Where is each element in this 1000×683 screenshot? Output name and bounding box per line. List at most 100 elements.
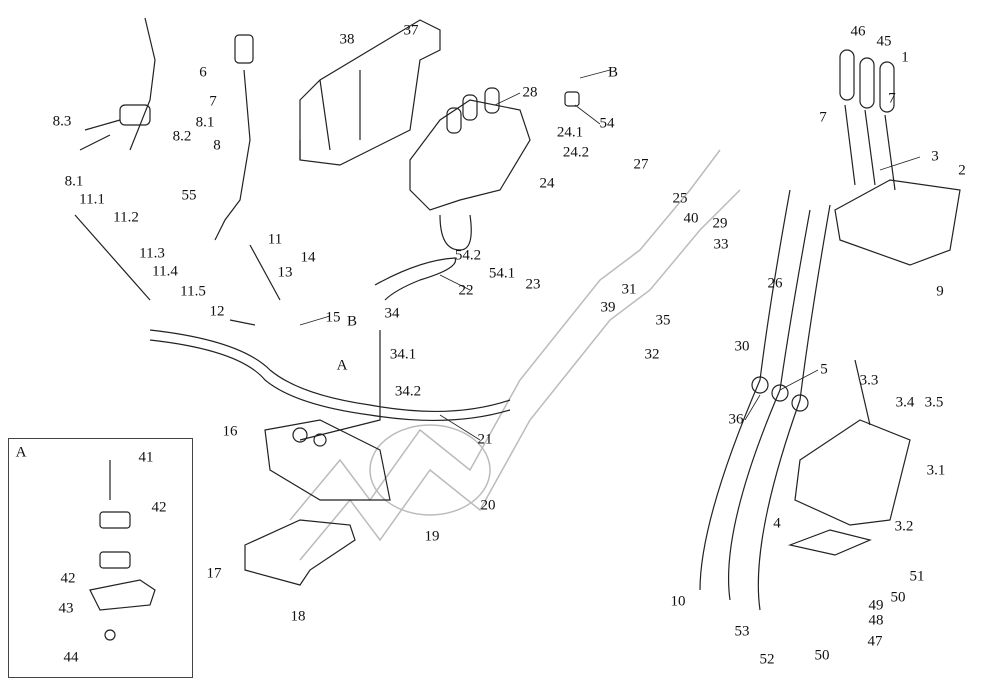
callout-11-1: 11.1	[79, 191, 105, 208]
levers	[74, 17, 281, 326]
callout-b-arrow: B	[346, 313, 358, 330]
callout-11-5: 11.5	[180, 283, 206, 300]
callout-25: 25	[672, 190, 688, 207]
callout-11-2: 11.2	[113, 209, 139, 226]
callout-3-1: 3.1	[926, 462, 946, 479]
callout-24: 24	[539, 175, 555, 192]
callout-34: 34	[384, 305, 400, 322]
callout-4: 4	[773, 515, 781, 532]
callout-26: 26	[767, 275, 783, 292]
callout-13: 13	[277, 264, 293, 281]
callout-40: 40	[683, 210, 699, 227]
callout-21: 21	[477, 431, 493, 448]
callout-34-2: 34.2	[394, 383, 422, 400]
callout-3-3: 3.3	[859, 372, 879, 389]
callout-24-1: 24.1	[556, 124, 584, 141]
callout-11-3: 11.3	[139, 245, 165, 262]
callout-53: 53	[734, 623, 750, 640]
callout-8-3: 8.3	[52, 113, 72, 130]
callout-3-2: 3.2	[894, 518, 914, 535]
callout-8-2: 8.2	[172, 128, 192, 145]
callout-3: 3	[931, 148, 939, 165]
bracket-17	[244, 519, 356, 586]
callout-55: 55	[181, 187, 197, 204]
callout-15: 15	[325, 309, 341, 326]
lever-3-3	[854, 359, 871, 426]
callout-6: 6	[199, 64, 207, 81]
callout-49: 49	[868, 597, 884, 614]
callout-52: 52	[759, 651, 775, 668]
inset-parts	[89, 460, 156, 641]
callout-35: 35	[655, 312, 671, 329]
bracket-37	[299, 19, 441, 166]
callout-14: 14	[300, 249, 316, 266]
callout-45: 45	[876, 33, 892, 50]
callout-44: 44	[63, 649, 79, 666]
inset-title: A	[15, 444, 27, 461]
callout-19: 19	[424, 528, 440, 545]
callout-54-2: 54.2	[454, 247, 482, 264]
callout-32: 32	[644, 346, 660, 363]
callout-42: 42	[151, 499, 167, 516]
callout-12: 12	[209, 303, 225, 320]
leader-lines	[299, 69, 921, 441]
callout-18: 18	[290, 608, 306, 625]
callout-23: 23	[525, 276, 541, 293]
callout-8-1: 8.1	[64, 173, 84, 190]
callout-47: 47	[867, 633, 883, 650]
callout-31: 31	[621, 281, 637, 298]
callout-46: 46	[850, 23, 866, 40]
control-valve-block	[409, 87, 580, 251]
callout-7: 7	[888, 90, 896, 107]
callout-10: 10	[670, 593, 686, 610]
callout-b-arrow: B	[607, 64, 619, 81]
callout-36: 36	[728, 411, 744, 428]
callout-41: 41	[138, 449, 154, 466]
handles	[839, 49, 896, 191]
callout-22: 22	[458, 282, 474, 299]
detail-inset-a: A 41 42 42 43 44	[8, 438, 193, 678]
callout-39: 39	[600, 299, 616, 316]
cables	[699, 189, 831, 611]
callout-38: 38	[339, 31, 355, 48]
callout-33: 33	[713, 236, 729, 253]
callout-9: 9	[936, 283, 944, 300]
callout-7: 7	[819, 109, 827, 126]
callout-5: 5	[820, 361, 828, 378]
watermark-logo	[289, 149, 741, 561]
callout-43: 43	[58, 600, 74, 617]
callout-11-4: 11.4	[152, 263, 178, 280]
housing-3-1	[794, 419, 911, 526]
callout-27: 27	[633, 156, 649, 173]
callout-54-1: 54.1	[488, 265, 516, 282]
plate-3-2	[787, 529, 872, 556]
pump-16	[264, 419, 391, 501]
callout-11: 11	[267, 231, 283, 248]
callout-48: 48	[868, 612, 884, 629]
callout-50: 50	[890, 589, 906, 606]
callout-37: 37	[403, 22, 419, 39]
callout-54: 54	[599, 115, 615, 132]
callout-34-1: 34.1	[389, 346, 417, 363]
callout-2: 2	[958, 162, 966, 179]
callout-16: 16	[222, 423, 238, 440]
callout-50: 50	[814, 647, 830, 664]
callout-28: 28	[522, 84, 538, 101]
callout-42: 42	[60, 570, 76, 587]
pipes	[149, 257, 511, 441]
housing-3	[834, 179, 961, 266]
callout-20: 20	[480, 497, 496, 514]
callout-8-1: 8.1	[195, 114, 215, 131]
callout-8: 8	[213, 137, 221, 154]
callout-7: 7	[209, 93, 217, 110]
callout-3-5: 3.5	[924, 394, 944, 411]
callout-a-detail: A	[336, 357, 348, 374]
callout-29: 29	[712, 215, 728, 232]
callout-24-2: 24.2	[562, 144, 590, 161]
callout-1: 1	[901, 49, 909, 66]
callout-51: 51	[909, 568, 925, 585]
callout-17: 17	[206, 565, 222, 582]
callout-3-4: 3.4	[895, 394, 915, 411]
